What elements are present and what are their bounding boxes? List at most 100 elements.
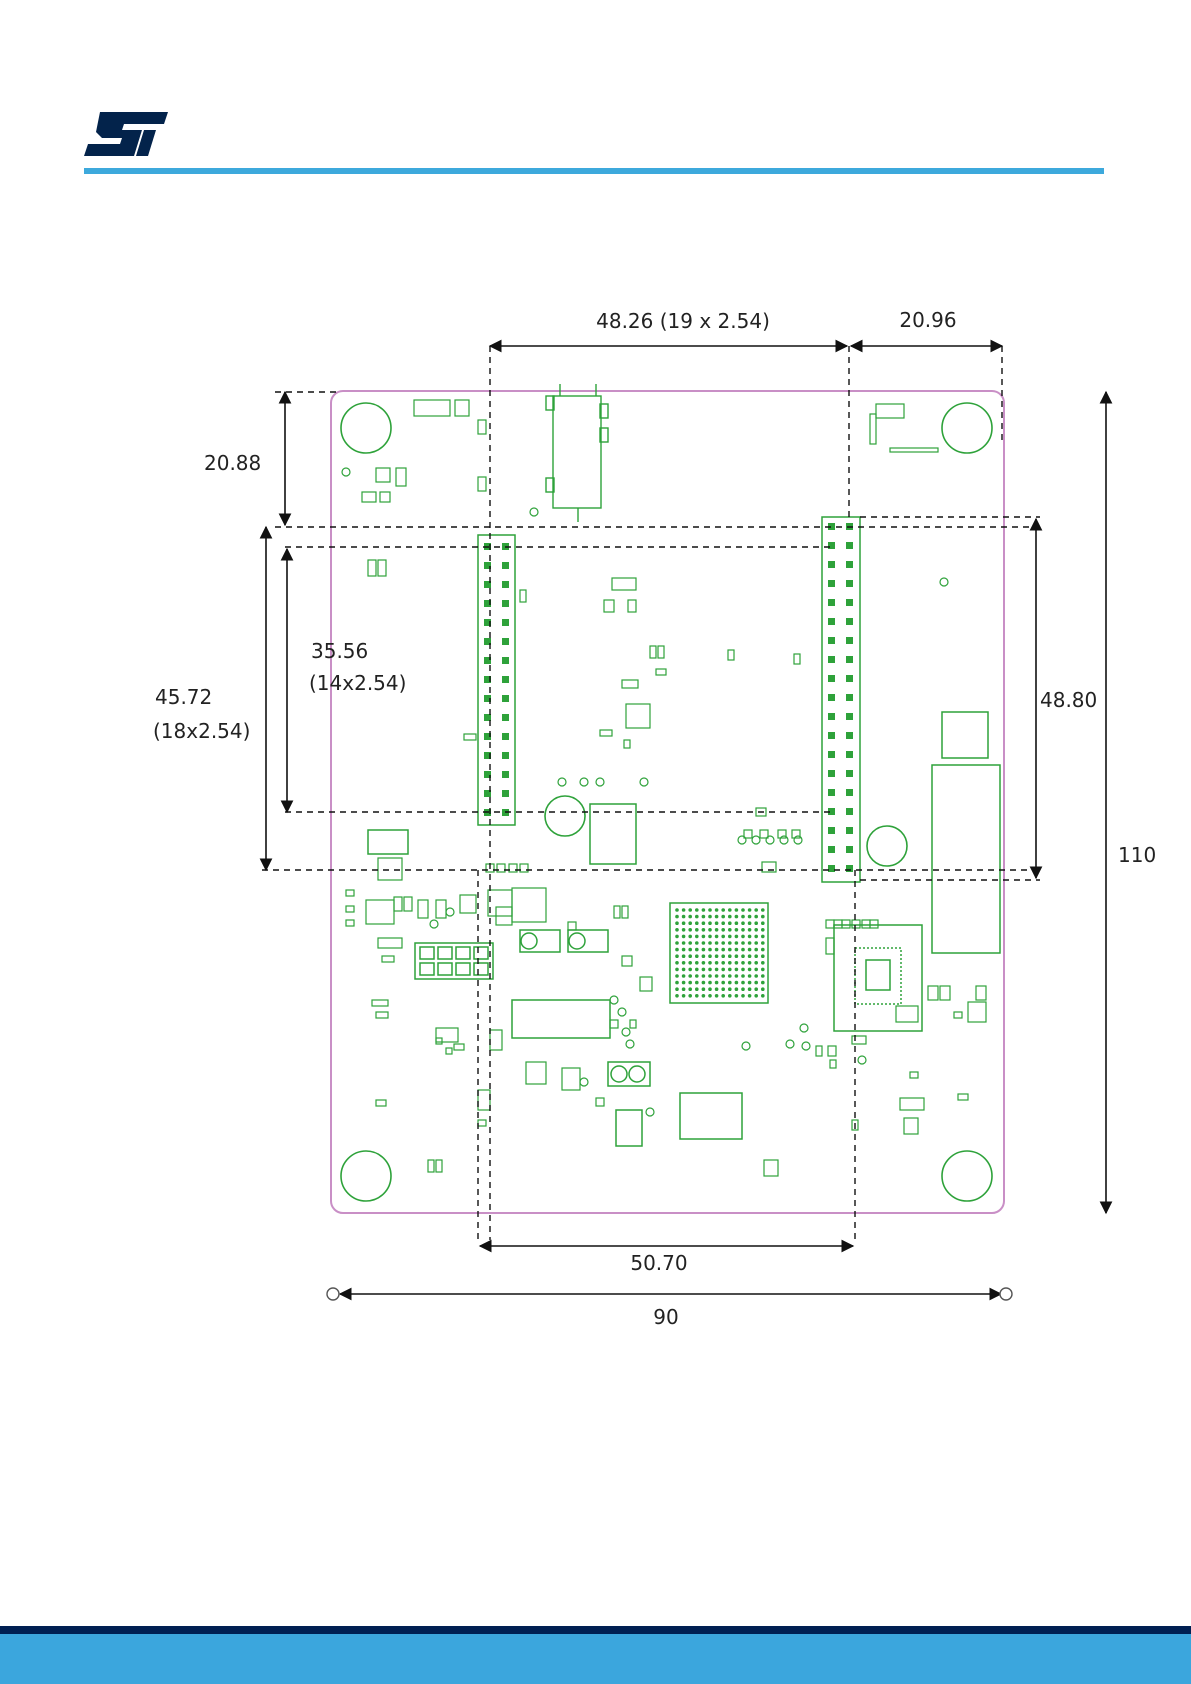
- header-pad: [846, 808, 853, 815]
- smd-part: [520, 590, 526, 602]
- bga-ball: [735, 928, 739, 932]
- smd-part: [404, 897, 412, 911]
- smd-part: [478, 477, 486, 491]
- bga-ball: [728, 994, 732, 998]
- header-pad: [846, 770, 853, 777]
- bga-ball: [735, 974, 739, 978]
- bga-ball: [721, 968, 725, 972]
- via: [940, 578, 948, 586]
- smd-part: [622, 680, 638, 688]
- bga-ball: [702, 908, 706, 912]
- header-pad: [502, 733, 509, 740]
- bga-ball: [675, 935, 679, 939]
- header-pad: [828, 656, 835, 663]
- right-pin-header: [822, 517, 860, 882]
- smd-part: [376, 468, 390, 482]
- bga-ball: [708, 908, 712, 912]
- bga-ball: [708, 935, 712, 939]
- bga-ball: [682, 935, 686, 939]
- smd-part: [478, 1120, 486, 1126]
- bga-ball: [688, 954, 692, 958]
- bga-ball: [748, 908, 752, 912]
- bga-ball: [721, 935, 725, 939]
- bga-ball: [682, 987, 686, 991]
- bga-ball: [741, 994, 745, 998]
- mounting-hole: [942, 403, 992, 453]
- header-pad: [846, 542, 853, 549]
- smd-part: [414, 400, 450, 416]
- bga-ball: [728, 954, 732, 958]
- bga-ball: [715, 974, 719, 978]
- smd-part: [436, 1038, 442, 1044]
- bga-ball: [695, 921, 699, 925]
- bga-ball: [761, 928, 765, 932]
- footer-bar-dark: [0, 1626, 1191, 1634]
- bga-ball: [761, 908, 765, 912]
- smd-part: [418, 900, 428, 918]
- bga-ball: [728, 941, 732, 945]
- bga-ball: [748, 941, 752, 945]
- bga-balls: [675, 908, 764, 997]
- header-pad: [502, 752, 509, 759]
- header-pad: [502, 676, 509, 683]
- label-top-pitch: 48.26 (19 x 2.54): [596, 309, 770, 333]
- smd-part: [658, 646, 664, 658]
- bga-ball: [748, 968, 752, 972]
- bga-ball: [761, 935, 765, 939]
- bga-ball: [675, 974, 679, 978]
- bga-ball: [675, 987, 679, 991]
- bga-ball: [695, 908, 699, 912]
- bga-ball: [715, 908, 719, 912]
- bga-ball: [675, 941, 679, 945]
- smd-part: [628, 600, 636, 612]
- label-bottom-span: 50.70: [630, 1251, 687, 1275]
- smd-part: [904, 1118, 918, 1134]
- via: [742, 1042, 750, 1050]
- smd-part: [460, 895, 476, 913]
- bga-ball: [754, 948, 758, 952]
- bga-ball: [735, 987, 739, 991]
- header-pad: [828, 827, 835, 834]
- bga-ball: [702, 954, 706, 958]
- jumper-block: [368, 830, 650, 1146]
- bga-ball: [754, 941, 758, 945]
- bga-ball: [728, 935, 732, 939]
- bga-ball: [761, 968, 765, 972]
- bga-ball: [728, 948, 732, 952]
- smd-part: [490, 1030, 502, 1050]
- bga-ball: [708, 981, 712, 985]
- via: [342, 468, 350, 476]
- bga-ball: [688, 974, 692, 978]
- smd-part: [826, 920, 834, 928]
- bga-ball: [702, 994, 706, 998]
- bga-ball: [675, 981, 679, 985]
- bga-ball: [702, 974, 706, 978]
- smd-part: [428, 1160, 434, 1172]
- bga-ball: [715, 921, 719, 925]
- header-pad: [846, 637, 853, 644]
- bga-ball: [754, 928, 758, 932]
- bga-ball: [688, 994, 692, 998]
- mounting-hole: [341, 403, 391, 453]
- smd-part: [976, 986, 986, 1000]
- bga-ball: [695, 994, 699, 998]
- smd-part: [834, 920, 842, 928]
- bga-ball: [748, 961, 752, 965]
- header-pad: [828, 789, 835, 796]
- smd-part: [954, 1012, 962, 1018]
- smd-part: [622, 956, 632, 966]
- mounting-hole: [942, 1151, 992, 1201]
- via: [610, 996, 618, 1004]
- bga-ball: [735, 961, 739, 965]
- bga-ball: [708, 987, 712, 991]
- bga-ball: [721, 981, 725, 985]
- smd-part: [497, 864, 505, 872]
- bga-ball: [695, 915, 699, 919]
- bga-ball: [695, 948, 699, 952]
- small-components: [342, 400, 986, 1176]
- bga-ball: [741, 948, 745, 952]
- smd-part: [478, 420, 486, 434]
- bga-ball: [741, 981, 745, 985]
- bga-ball: [682, 941, 686, 945]
- header-pad: [828, 865, 835, 872]
